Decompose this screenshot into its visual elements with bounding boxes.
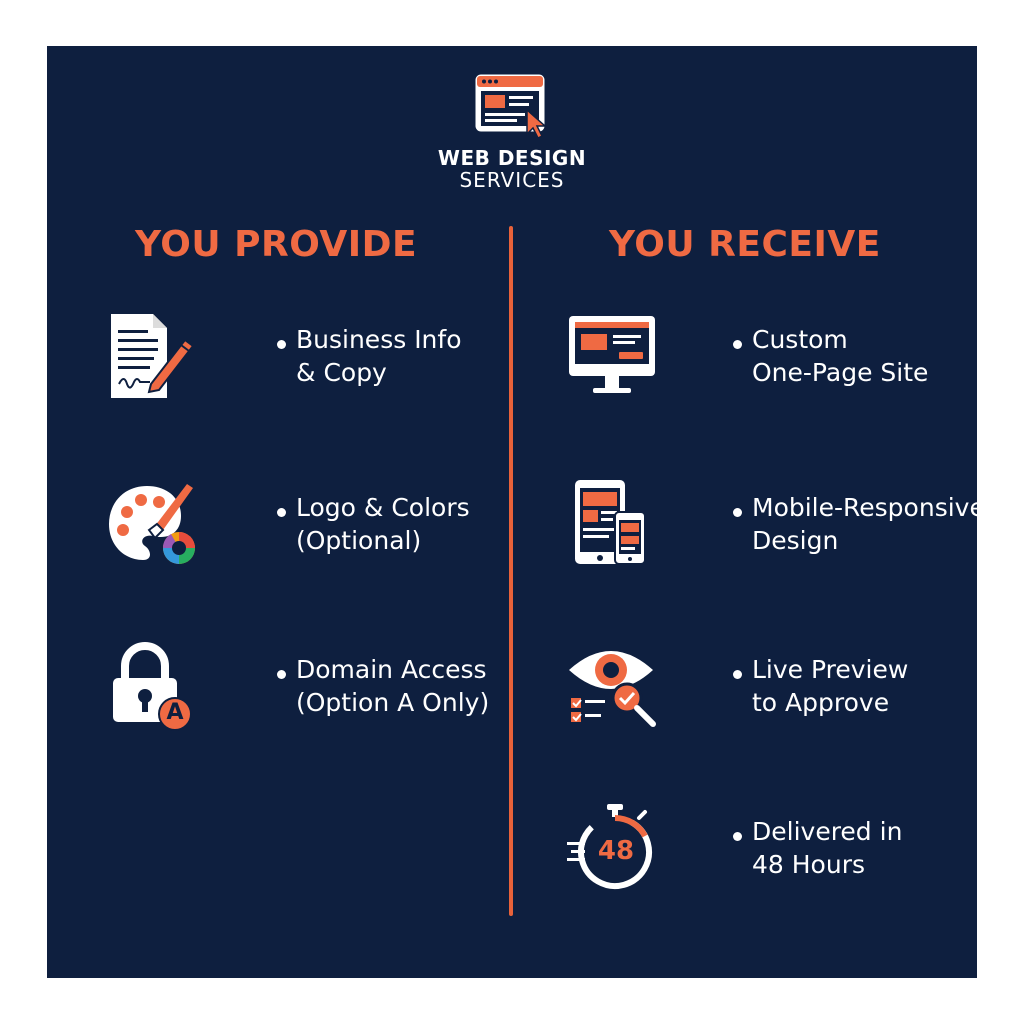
item-line: & Copy [296,358,387,387]
services-panel: WEB DESIGN SERVICES YOU PROVIDE YOU RECE… [47,46,977,978]
provide-item-business-info: Business Info & Copy [107,310,467,406]
item-line: Custom [752,325,848,354]
stopwatch-icon [567,804,652,889]
timer-number: 48 [597,836,635,866]
bullet-dot [733,832,742,841]
option-badge-letter: A [166,700,184,725]
palette-icon [109,484,195,564]
you-receive-heading: YOU RECEIVE [609,224,881,265]
option-badge-icon [158,697,192,731]
item-line: Live Preview [752,655,909,684]
item-line: Delivered in [752,817,903,846]
item-line: One-Page Site [752,358,929,387]
item-line: to Approve [752,688,890,717]
item-line: 48 Hours [752,850,866,879]
bullet-dot [733,340,742,349]
receive-item-delivery: 48 Delivered in 48 Hours [565,802,965,898]
brand-title: WEB DESIGN [437,146,587,170]
bullet-dot [277,508,286,517]
you-provide-heading: YOU PROVIDE [135,224,418,265]
column-divider [509,226,513,916]
receive-item-custom-site: Custom One-Page Site [565,310,965,406]
bullet-dot [277,340,286,349]
item-line: (Option A Only) [296,688,490,717]
provide-item-logo-colors: Logo & Colors (Optional) [107,478,470,574]
provide-item-domain-access: A Domain Access (Option A Only) [107,640,489,736]
bullet-dot [733,670,742,679]
item-line: Mobile-Responsive [752,493,977,522]
receive-item-live-preview: Live Preview to Approve [565,640,965,736]
bullet-dot [277,670,286,679]
item-line: (Optional) [296,526,422,555]
item-line: Domain Access [296,655,487,684]
desktop-monitor-icon [569,316,655,393]
bullet-dot [733,508,742,517]
item-line: Design [752,526,839,555]
brand-subtitle: SERVICES [459,168,565,192]
eye-checklist-icon [569,651,656,727]
item-line: Business Info [296,325,462,354]
receive-item-mobile-responsive: Mobile-Responsive Design [565,478,977,574]
browser-window-icon [475,74,547,140]
mobile-devices-icon [575,480,646,565]
document-pen-icon [111,314,195,398]
item-line: Logo & Colors [296,493,470,522]
